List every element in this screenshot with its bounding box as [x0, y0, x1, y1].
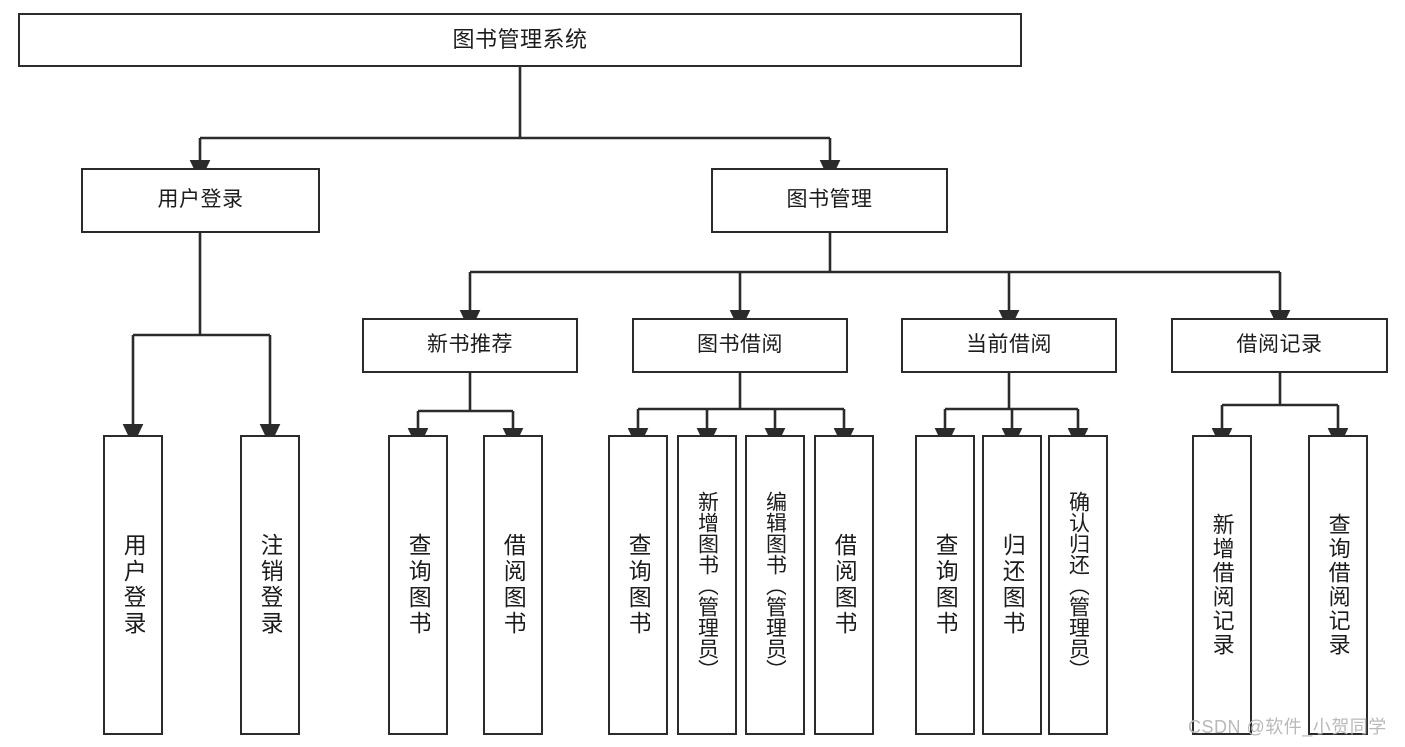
- node-book-management[interactable]: 图书管理: [711, 168, 948, 233]
- node-leaf-query-book-borrow[interactable]: 查询图书: [608, 435, 668, 735]
- node-label: 查询图书: [932, 533, 958, 637]
- node-label: 当前借阅: [966, 333, 1052, 357]
- node-label: 新书推荐: [427, 333, 513, 357]
- node-leaf-add-borrow-record[interactable]: 新增借阅记录: [1192, 435, 1252, 735]
- node-leaf-user-login[interactable]: 用户登录: [103, 435, 163, 735]
- node-current-borrow[interactable]: 当前借阅: [901, 318, 1117, 373]
- node-leaf-edit-book-admin[interactable]: 编辑图书（管理员）: [745, 435, 805, 735]
- node-book-borrow[interactable]: 图书借阅: [632, 318, 848, 373]
- node-label: 新增借阅记录: [1210, 513, 1234, 657]
- node-leaf-return-book[interactable]: 归还图书: [982, 435, 1042, 735]
- node-label: 编辑图书（管理员）: [764, 490, 786, 680]
- node-leaf-add-book-admin[interactable]: 新增图书（管理员）: [677, 435, 737, 735]
- node-label: 查询图书: [625, 533, 651, 637]
- node-label: 归还图书: [999, 533, 1025, 637]
- node-leaf-query-book-current[interactable]: 查询图书: [915, 435, 975, 735]
- node-root-book-management-system[interactable]: 图书管理系统: [18, 13, 1022, 67]
- node-label: 用户登录: [120, 533, 146, 637]
- node-leaf-query-borrow-record[interactable]: 查询借阅记录: [1308, 435, 1368, 735]
- node-leaf-user-logout[interactable]: 注销登录: [240, 435, 300, 735]
- node-label: 注销登录: [257, 533, 283, 637]
- node-label: 图书管理系统: [452, 27, 588, 53]
- node-label: 借阅图书: [831, 533, 857, 637]
- node-new-book-recommend[interactable]: 新书推荐: [362, 318, 578, 373]
- node-label: 借阅记录: [1236, 333, 1323, 357]
- node-label: 查询图书: [405, 533, 431, 637]
- node-leaf-borrow-book-recommend[interactable]: 借阅图书: [483, 435, 543, 735]
- node-leaf-borrow-book[interactable]: 借阅图书: [814, 435, 874, 735]
- node-label: 新增图书（管理员）: [696, 490, 718, 680]
- node-borrow-record[interactable]: 借阅记录: [1171, 318, 1388, 373]
- node-label: 用户登录: [157, 188, 244, 212]
- csdn-watermark: CSDN @软件_小贺同学: [1188, 717, 1387, 737]
- node-user-login[interactable]: 用户登录: [81, 168, 320, 233]
- node-label: 确认归还（管理员）: [1067, 490, 1089, 680]
- node-label: 图书管理: [786, 188, 873, 212]
- node-label: 查询借阅记录: [1326, 513, 1350, 657]
- node-label: 图书借阅: [697, 333, 783, 357]
- node-label: 借阅图书: [500, 533, 526, 637]
- node-leaf-confirm-return-admin[interactable]: 确认归还（管理员）: [1048, 435, 1108, 735]
- node-leaf-query-book-recommend[interactable]: 查询图书: [388, 435, 448, 735]
